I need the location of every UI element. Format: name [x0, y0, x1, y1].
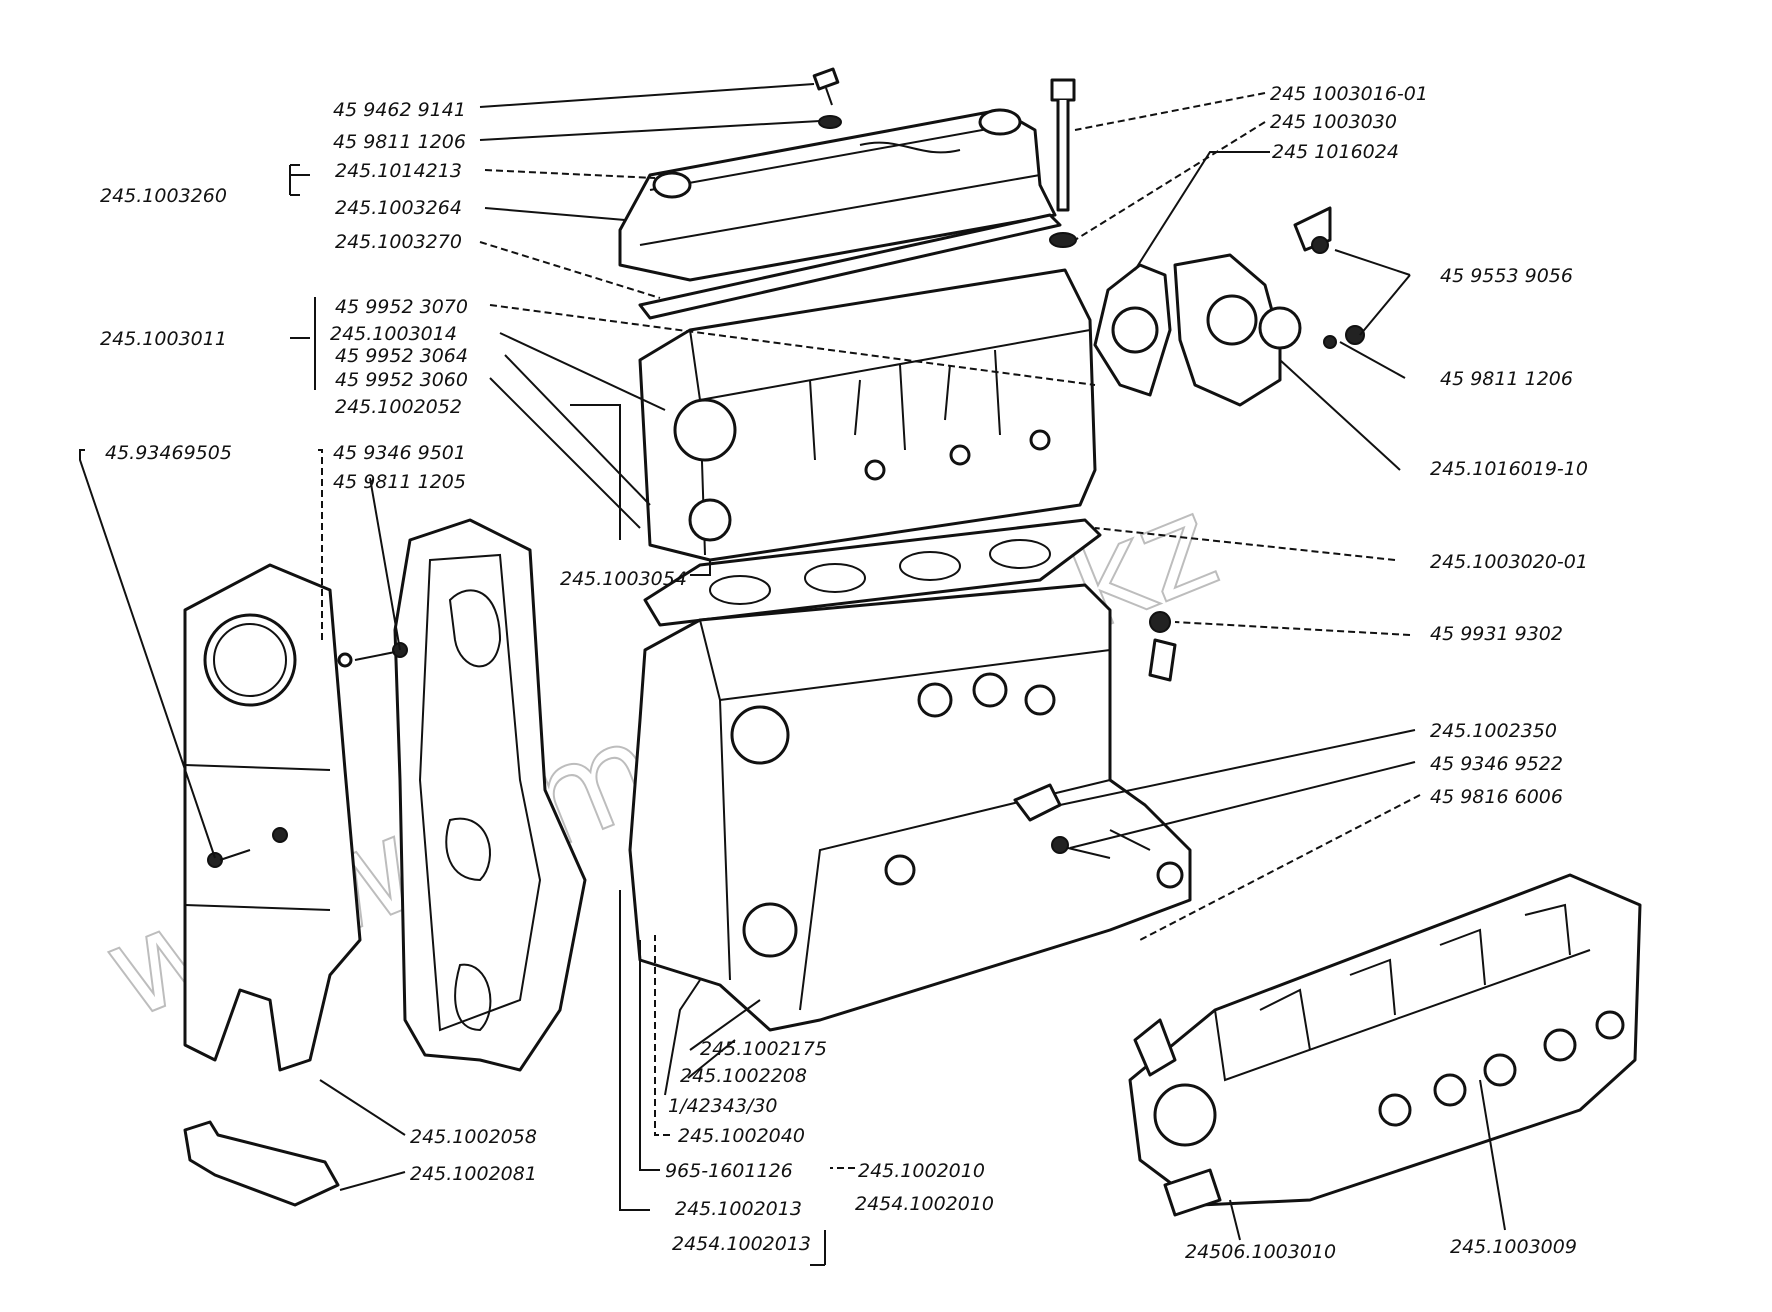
label-l35: 245.1002013: [675, 1198, 802, 1220]
label-l17: 245 1003016-01: [1270, 83, 1428, 105]
label-l9: 45 9952 3064: [335, 345, 468, 367]
timing-cover-front: [183, 563, 362, 1072]
label-l28: 245.1002175: [700, 1038, 827, 1060]
part-labels: 45 9462 9141 45 9811 1206 245.1014213 24…: [100, 83, 1588, 1263]
label-l38: 245.1002081: [410, 1163, 537, 1185]
label-l29: 245.1002208: [680, 1065, 807, 1087]
label-l36: 2454.1002013: [672, 1233, 811, 1255]
long-head-bolt: [1049, 78, 1077, 248]
label-l7: 45 9952 3070: [335, 296, 468, 318]
label-l13: 45.93469505: [105, 442, 232, 464]
label-l3: 245.1014213: [335, 160, 462, 182]
label-l27: 45 9816 6006: [1430, 786, 1563, 808]
leader-lines: [79, 83, 1506, 1266]
head-gasket: [643, 518, 1102, 627]
label-l2: 45 9811 1206: [333, 131, 466, 153]
label-l34: 2454.1002010: [855, 1193, 994, 1215]
label-l1: 45 9462 9141: [333, 99, 466, 121]
label-l22: 245.1016019-10: [1430, 458, 1588, 480]
rocker-cover: [618, 108, 1057, 282]
label-l5: 245.1003260: [100, 185, 227, 207]
label-l19: 245 1016024: [1272, 141, 1399, 163]
label-l24: 45 9931 9302: [1430, 623, 1563, 645]
label-l21: 45 9811 1206: [1440, 368, 1573, 390]
label-l20: 45 9553 9056: [1440, 265, 1573, 287]
label-l33: 245.1002010: [858, 1160, 985, 1182]
label-l26: 45 9346 9522: [1430, 753, 1563, 775]
label-l18: 245 1003030: [1270, 111, 1397, 133]
timing-cover-bracket: [183, 1120, 340, 1207]
label-l40: 245.1003009: [1450, 1236, 1577, 1258]
label-l15: 45 9811 1205: [333, 471, 466, 493]
label-l8: 245.1003014: [330, 323, 457, 345]
label-l14: 45 9346 9501: [333, 442, 466, 464]
label-l25: 245.1002350: [1430, 720, 1557, 742]
label-l30: 1/42343/30: [668, 1095, 778, 1117]
label-l37: 245.1002058: [410, 1126, 537, 1148]
label-l12: 245.1002052: [335, 396, 462, 418]
label-l16: 245.1003054: [560, 568, 687, 590]
label-l39: 24506.1003010: [1185, 1241, 1336, 1263]
cylinder-head-assembly: [1128, 873, 1642, 1217]
label-l10: 45 9952 3060: [335, 369, 468, 391]
cover-gasket: [638, 213, 1062, 320]
thermostat-housing: [1093, 206, 1365, 407]
label-l23: 245.1003020-01: [1430, 551, 1588, 573]
timing-cover-rear: [337, 518, 587, 1072]
label-l6: 245.1003270: [335, 231, 462, 253]
label-l11: 245.1003011: [100, 328, 227, 350]
label-l4: 245.1003264: [335, 197, 462, 219]
label-l31: 245.1002040: [678, 1125, 805, 1147]
cover-screw: [812, 67, 842, 129]
label-l32: 965-1601126: [665, 1160, 793, 1182]
cylinder-head: [638, 268, 1097, 562]
cylinder-block: [628, 583, 1192, 1032]
